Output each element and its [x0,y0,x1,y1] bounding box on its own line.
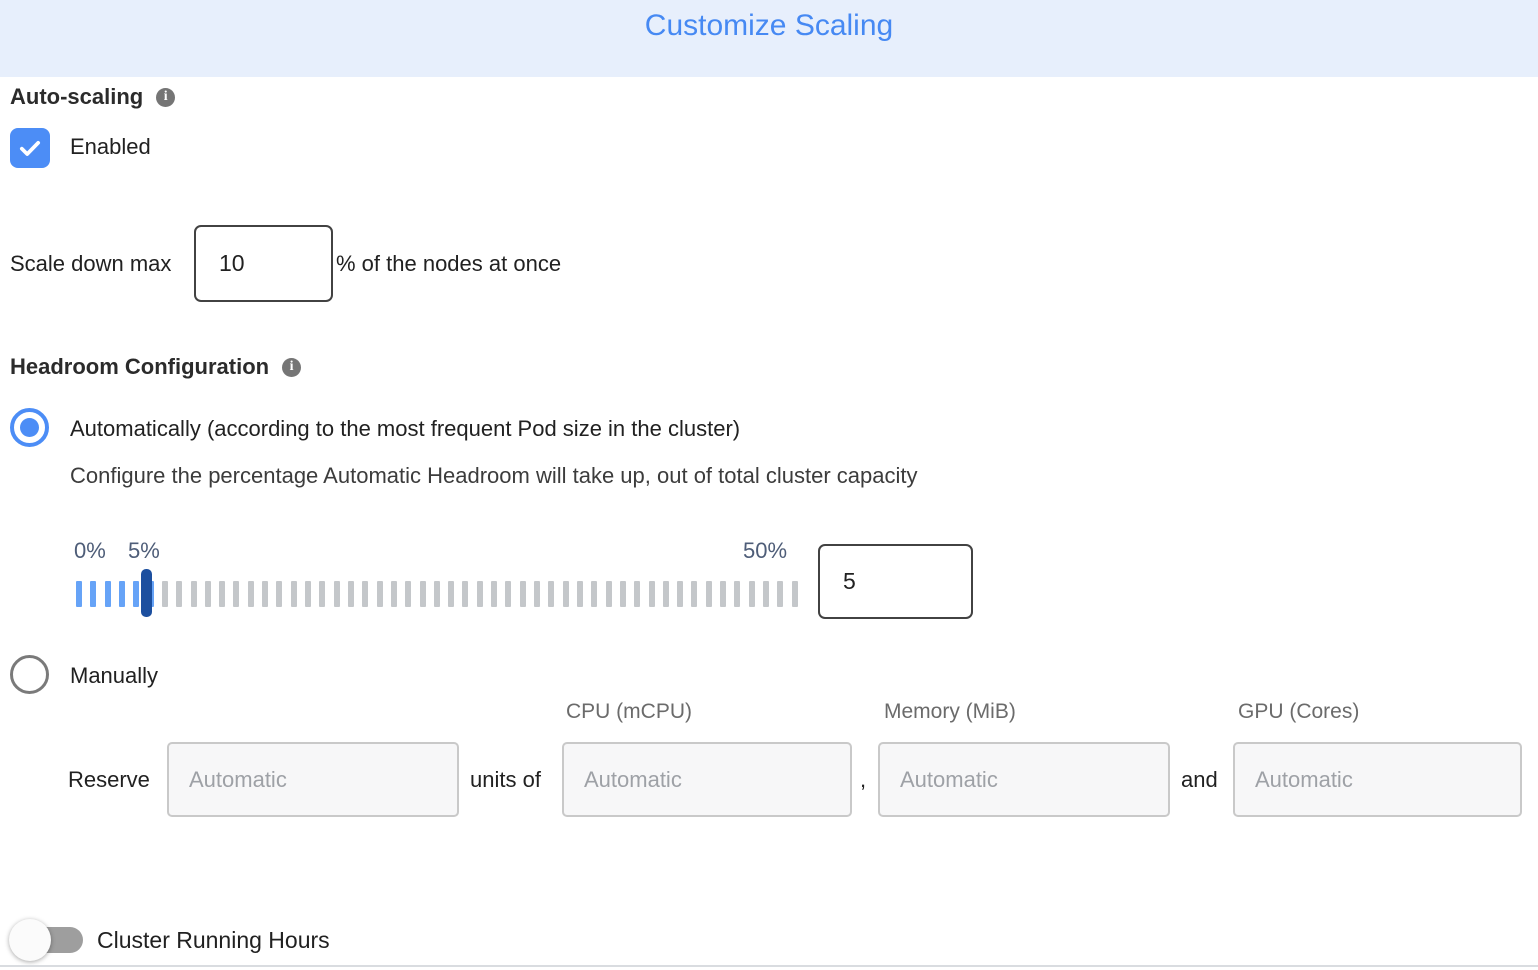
slider-tick [290,581,297,607]
slider-tick [648,581,655,607]
checkmark-icon [19,141,41,156]
and-label: and [1181,767,1218,792]
units-of-label: units of [470,767,541,792]
headroom-automatic-label: Automatically (according to the most fre… [70,416,741,441]
scale-down-suffix-label: % of the nodes at once [336,251,562,276]
slider-tick [791,581,798,607]
headroom-percentage-input[interactable] [818,544,973,619]
radio-dot [20,418,39,437]
reserve-label: Reserve [68,767,150,792]
slider-tick [90,581,97,607]
slider-tick [161,581,168,607]
info-icon[interactable]: i [282,357,302,377]
column-header-gpu: GPU (Cores) [1238,700,1360,723]
slider-tick [576,581,583,607]
slider-tick [619,581,626,607]
slider-tick [720,581,727,607]
slider-tick [734,581,741,607]
slider-tick [233,581,240,607]
slider-tick [133,581,140,607]
slider-tick [691,581,698,607]
headroom-manually-radio[interactable] [10,655,49,694]
column-header-cpu: CPU (mCPU) [566,700,692,723]
headroom-manually-label: Manually [70,663,159,688]
headroom-section-label: Headroom Configuration [10,354,270,379]
bottom-divider [0,965,1538,967]
slider-tick [276,581,283,607]
auto-scaling-section-label: Auto-scaling [10,84,144,109]
slider-tick [562,581,569,607]
slider-tick [319,581,326,607]
slider-tick [347,581,354,607]
scale-down-prefix-label: Scale down max [10,251,172,276]
slider-tick [204,581,211,607]
cluster-running-hours-toggle[interactable] [9,917,85,963]
slider-tick [534,581,540,607]
slider-tick [777,581,784,607]
header-banner: Customize Scaling [0,0,1538,77]
reserve-cpu-input[interactable] [562,742,852,817]
slider-current-label: 5% [128,538,160,563]
slider-tick [476,581,483,607]
slider-tick [376,581,383,607]
slider-tick [262,581,269,607]
slider-tick [247,581,254,607]
slider-tick [419,581,426,607]
headroom-slider-track[interactable] [76,581,798,607]
slider-tick [448,581,455,607]
slider-tick [405,581,412,607]
slider-tick [548,581,555,607]
headroom-automatic-radio[interactable] [10,408,49,447]
slider-tick [519,581,526,607]
slider-tick [662,581,669,607]
auto-scaling-enabled-checkbox[interactable] [10,128,50,168]
slider-tick [763,581,769,607]
slider-tick [390,581,397,607]
slider-max-label: 50% [743,538,788,563]
slider-tick [634,581,641,607]
slider-tick [491,581,498,607]
slider-tick [118,581,125,607]
slider-tick [705,581,712,607]
slider-min-label: 0% [74,538,106,563]
slider-tick [462,581,469,607]
slider-tick [505,581,512,607]
slider-tick [748,581,755,607]
headroom-section-header: Headroom Configuration i [10,354,302,380]
scale-down-max-input[interactable] [194,225,333,302]
toggle-thumb [9,919,51,961]
slider-tick [76,581,82,607]
slider-tick [333,581,340,607]
info-icon[interactable]: i [156,87,176,107]
headroom-automatic-description: Configure the percentage Automatic Headr… [70,463,918,488]
slider-tick [591,581,598,607]
auto-scaling-section-header: Auto-scaling i [10,84,176,110]
slider-tick [433,581,440,607]
reserve-memory-input[interactable] [878,742,1170,817]
slider-tick [362,581,369,607]
slider-tick [219,581,226,607]
slider-tick [190,581,197,607]
slider-tick [104,581,111,607]
cluster-running-hours-label: Cluster Running Hours [97,927,330,953]
comma-separator: , [860,767,867,792]
slider-tick [605,581,612,607]
column-header-memory: Memory (MiB) [884,700,1016,723]
page-title: Customize Scaling [644,9,894,42]
slider-tick [677,581,684,607]
reserve-units-input[interactable] [167,742,459,817]
slider-tick [176,581,183,607]
reserve-gpu-input[interactable] [1233,742,1522,817]
headroom-slider-handle[interactable] [141,569,153,617]
slider-tick [305,581,311,607]
headroom-slider: 0% 5% 50% [74,538,976,628]
enabled-label: Enabled [70,134,151,159]
